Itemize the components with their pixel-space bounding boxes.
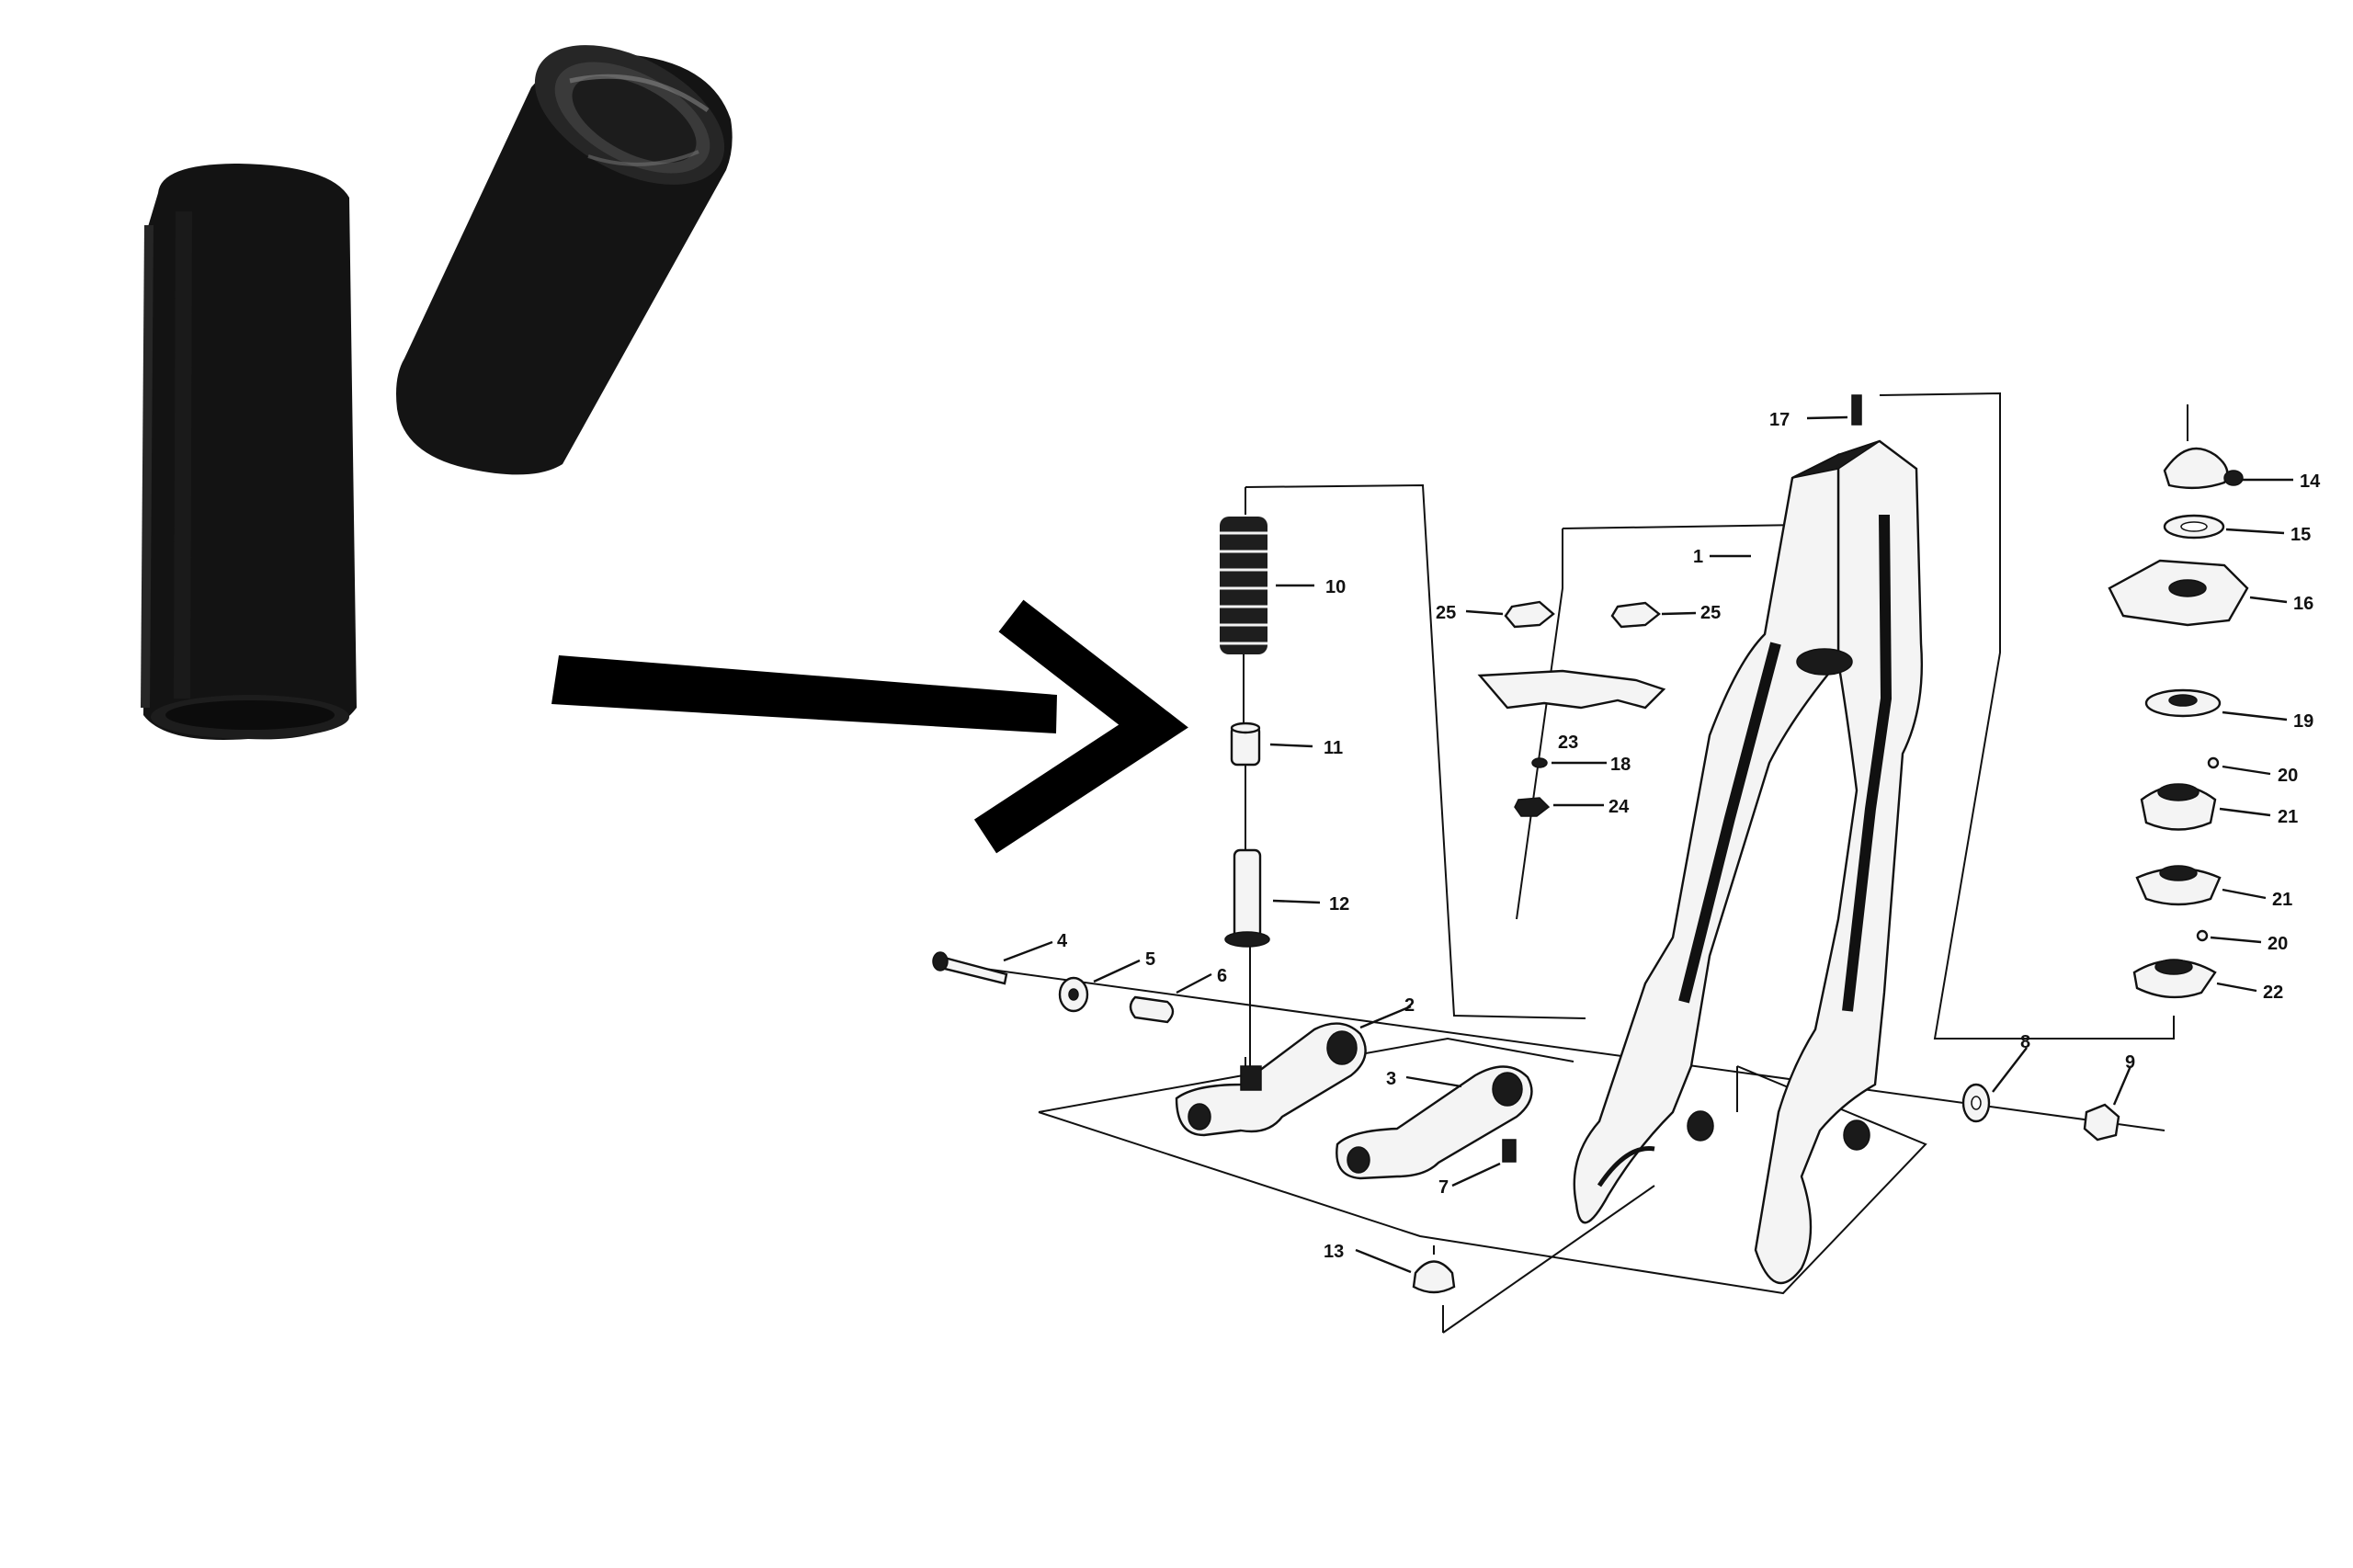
part-12-tube — [1224, 848, 1270, 1066]
callout-leaders — [1003, 415, 2293, 1274]
part-8-washer — [1961, 1083, 1991, 1123]
callout-1: 1 — [1693, 547, 1703, 567]
exploded-parts-diagram: 10 11 12 4 5 6 2 3 7 8 9 13 25 25 23 18 … — [932, 392, 2321, 1334]
part-10-spring — [1220, 517, 1267, 726]
part-2-rocker-arm — [1175, 1022, 1367, 1137]
part-9-nut — [2083, 1103, 2120, 1142]
part-1-front-fork — [1573, 439, 1924, 1285]
part-4-bolt — [932, 951, 1008, 985]
callout-20-lower: 20 — [2268, 934, 2288, 954]
part-22-cup — [2132, 959, 2217, 999]
callout-2: 2 — [1404, 995, 1415, 1016]
callout-13: 13 — [1324, 1242, 1344, 1262]
callout-labels: 10 11 12 4 5 6 2 3 7 8 9 13 25 25 23 18 … — [1057, 410, 2321, 1262]
callout-16: 16 — [2293, 594, 2313, 614]
part-25-nut-left — [1504, 600, 1555, 629]
part-24-nut — [1514, 797, 1551, 817]
part-19-cup — [2144, 688, 2222, 718]
callout-9: 9 — [2125, 1052, 2135, 1073]
part-14-cap — [2163, 447, 2244, 490]
part-20-ball-upper — [2207, 756, 2220, 769]
callout-4: 4 — [1057, 931, 1068, 951]
part-17-bolt — [1851, 394, 1862, 426]
part-11-bushing — [1230, 722, 1261, 850]
rubber-bushing-upright — [141, 164, 357, 740]
part-20-ball-lower — [2196, 929, 2209, 942]
part-3-rocker-arm — [1336, 1065, 1533, 1180]
callout-25-right: 25 — [1700, 603, 1721, 623]
callout-18: 18 — [1610, 755, 1631, 775]
part-5-washer — [1058, 976, 1089, 1013]
callout-14: 14 — [2300, 472, 2321, 492]
callout-24: 24 — [1608, 797, 1630, 817]
callout-11: 11 — [1324, 738, 1343, 758]
callout-7: 7 — [1438, 1177, 1449, 1198]
part-25-nut-right — [1610, 601, 1661, 629]
bushing-photo — [141, 45, 733, 740]
callout-23: 23 — [1558, 733, 1578, 753]
part-15-washer — [2163, 514, 2225, 540]
part-7-grease-nipple — [1502, 1139, 1517, 1163]
callout-22: 22 — [2263, 983, 2283, 1003]
callout-6: 6 — [1217, 966, 1227, 986]
callout-20-upper: 20 — [2278, 766, 2298, 786]
callout-12: 12 — [1329, 894, 1349, 915]
callout-25-left: 25 — [1436, 603, 1456, 623]
callout-5: 5 — [1145, 949, 1155, 970]
callout-21-upper: 21 — [2278, 807, 2298, 827]
callout-19: 19 — [2293, 711, 2313, 732]
callout-8: 8 — [2020, 1032, 2030, 1052]
part-21-cone-lower — [2135, 865, 2222, 906]
part-21-cone-upper — [2140, 783, 2217, 831]
part-18-washer — [1531, 757, 1548, 768]
part-16-plate — [2108, 559, 2249, 627]
part-23-bracket — [1477, 669, 1666, 710]
callout-3: 3 — [1386, 1069, 1396, 1089]
arrow-right-icon — [551, 599, 1188, 854]
assembly-lines — [937, 392, 2188, 1334]
part-13-cap — [1412, 1245, 1456, 1294]
callout-21-lower: 21 — [2272, 890, 2292, 910]
callout-10: 10 — [1325, 577, 1346, 597]
callout-17: 17 — [1769, 410, 1790, 430]
rubber-bushing-tilted — [396, 45, 733, 475]
part-6-sleeve — [1129, 995, 1175, 1024]
callout-15: 15 — [2290, 525, 2311, 545]
